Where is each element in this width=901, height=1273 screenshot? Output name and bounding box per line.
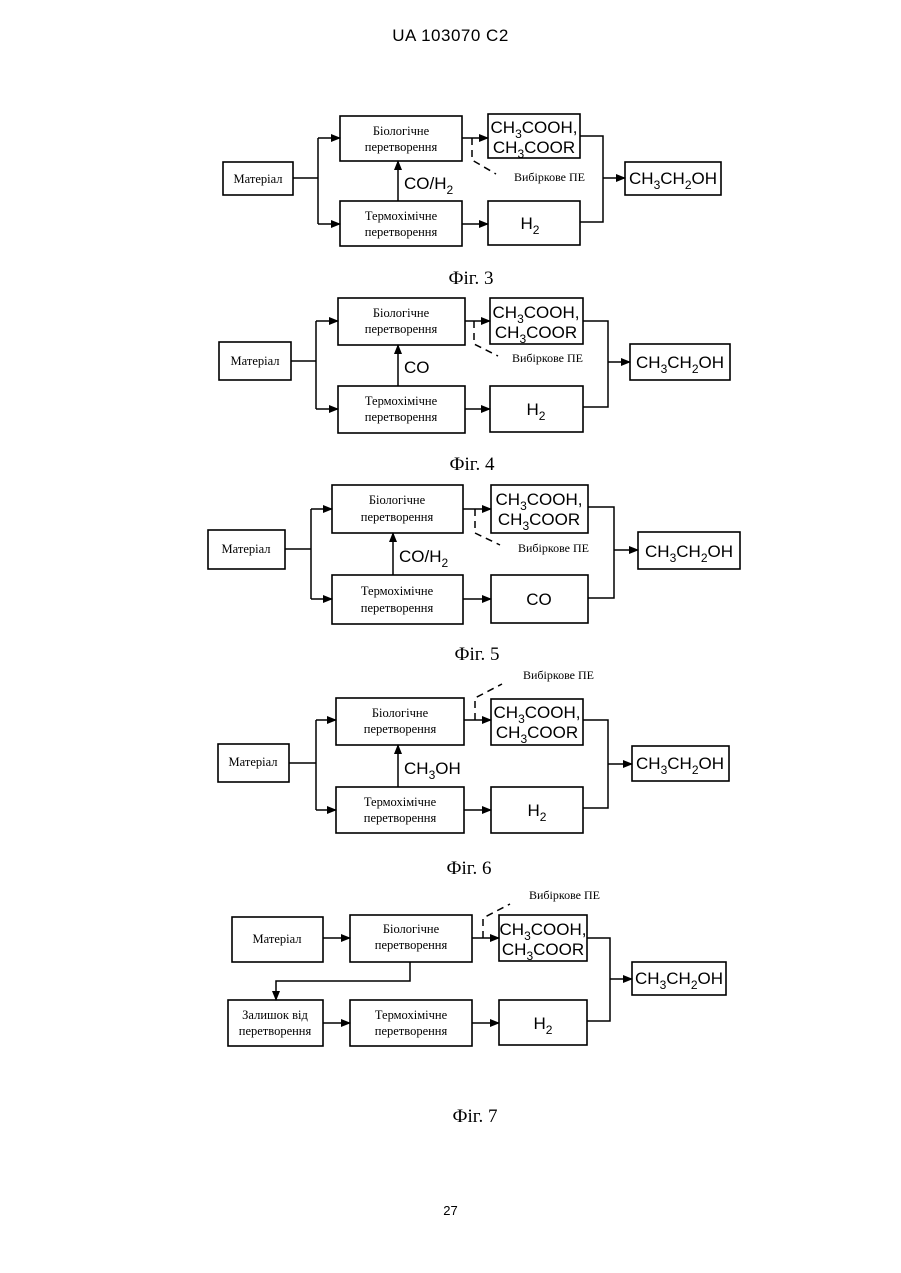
syngas-label: CO/H2 — [399, 547, 449, 570]
figure-5: Матеріал Біологічне перетворення Термохі… — [208, 485, 740, 665]
thermo-label-line1: Термохімічне — [365, 394, 438, 408]
material-label: Матеріал — [222, 542, 271, 556]
selective-pe-label: Вибіркове ПЕ — [514, 170, 585, 184]
selective-pe-label: Вибіркове ПЕ — [512, 351, 583, 365]
residue-label-line1: Залишок від — [242, 1008, 308, 1022]
bio-label-line1: Біологічне — [372, 706, 429, 720]
figure-3: Матеріал Біологічне перетворення Термохі… — [223, 114, 721, 289]
arrow-to-residue — [276, 962, 410, 1000]
thermo-label-line2: перетворення — [375, 1024, 448, 1038]
thermo-label-line1: Термохімічне — [361, 584, 434, 598]
selective-pe-label: Вибіркове ПЕ — [518, 541, 589, 555]
bio-conversion-box — [340, 116, 462, 161]
merge-bracket — [583, 720, 608, 808]
residue-label-line2: перетворення — [239, 1024, 312, 1038]
thermo-label-line1: Термохімічне — [365, 209, 438, 223]
thermo-label-line2: перетворення — [365, 410, 438, 424]
bio-label-line1: Біологічне — [383, 922, 440, 936]
merge-bracket — [588, 507, 614, 598]
figure-caption: Фіг. 3 — [449, 268, 494, 289]
figure-4: Матеріал Біологічне перетворення Термохі… — [219, 298, 730, 475]
syngas-label: CO/H2 — [404, 174, 454, 197]
figure-caption: Фіг. 6 — [447, 858, 492, 879]
thermo-conversion-box — [336, 787, 464, 833]
figure-caption: Фіг. 7 — [453, 1106, 498, 1127]
bio-label-line2: перетворення — [375, 938, 448, 952]
bottom-product-label: CO — [526, 590, 552, 609]
bio-label-line1: Біологічне — [369, 493, 426, 507]
material-label: Матеріал — [231, 354, 280, 368]
material-label: Матеріал — [253, 932, 302, 946]
thermo-label-line2: перетворення — [364, 811, 437, 825]
thermo-conversion-box — [340, 201, 462, 246]
material-label: Матеріал — [229, 755, 278, 769]
bio-label-line1: Біологічне — [373, 124, 430, 138]
thermo-label-line2: перетворення — [361, 601, 434, 615]
merge-bracket — [583, 321, 608, 407]
bio-label-line2: перетворення — [364, 722, 437, 736]
thermo-label-line1: Термохімічне — [375, 1008, 448, 1022]
methanol-label: CH3OH — [404, 759, 461, 782]
page-number: 27 — [0, 1203, 901, 1218]
thermo-conversion-box — [350, 1000, 472, 1046]
material-label: Матеріал — [234, 172, 283, 186]
bio-label-line2: перетворення — [361, 510, 434, 524]
merge-bracket — [587, 938, 610, 1021]
bio-label-line1: Біологічне — [373, 306, 430, 320]
bio-label-line2: перетворення — [365, 322, 438, 336]
carbon-monoxide-label: CO — [404, 358, 430, 377]
residue-box — [228, 1000, 323, 1046]
selective-pe-label: Вибіркове ПЕ — [523, 668, 594, 682]
thermo-label-line2: перетворення — [365, 225, 438, 239]
selective-pe-label: Вибіркове ПЕ — [529, 888, 600, 902]
figure-caption: Фіг. 4 — [450, 454, 495, 475]
thermo-conversion-box — [332, 575, 463, 624]
figure-caption: Фіг. 5 — [455, 644, 500, 665]
bio-label-line2: перетворення — [365, 140, 438, 154]
figure-7: Матеріал Біологічне перетворення Залишок… — [228, 888, 726, 1127]
thermo-label-line1: Термохімічне — [364, 795, 437, 809]
figure-6: Матеріал Біологічне перетворення Термохі… — [218, 668, 729, 879]
